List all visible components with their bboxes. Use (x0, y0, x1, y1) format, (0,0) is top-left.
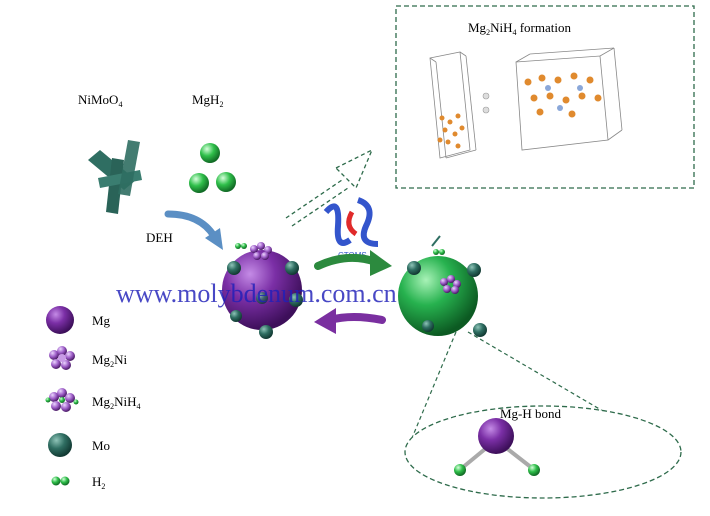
deh-arrow (164, 210, 218, 240)
deh-label: DEH (146, 230, 173, 245)
nimoo4-rods-icon (88, 140, 142, 214)
reverse-arrowhead (314, 308, 336, 334)
legend-item-mo: Mo (48, 433, 110, 457)
nimoo4-label: NiMoO4 (78, 92, 122, 109)
svg-text:Mg: Mg (92, 313, 111, 328)
legend-item-h2: H2 (51, 474, 105, 491)
legend-item-mg2nih4: Mg2NiH4 (45, 388, 140, 412)
green-composite-particle (398, 235, 487, 337)
mg-h-molecule-icon (454, 418, 540, 476)
tall-cell-atoms (437, 113, 465, 149)
legend-item-mg2ni: Mg2Ni (49, 346, 127, 370)
legend: Mg Mg2Ni Mg2NiH4 Mo (45, 306, 140, 491)
bond-ellipse (404, 405, 682, 499)
svg-text:Mg2NiH4: Mg2NiH4 (92, 394, 140, 411)
reverse-arrow (326, 313, 386, 324)
svg-text:Mo: Mo (92, 438, 110, 453)
mg2ni-cluster-icon (49, 346, 75, 370)
inset-title: Mg2NiH4 formation (468, 20, 571, 37)
forward-arrowhead (370, 250, 392, 276)
legend-item-mg: Mg (46, 306, 111, 334)
inset-box (395, 5, 695, 189)
green-dimer-icon (51, 476, 70, 486)
deh-arrowhead (205, 228, 223, 250)
mgh2-spheres-icon (189, 143, 236, 193)
zoom-to-inset-arrow (285, 148, 374, 227)
teal-sphere-icon (48, 433, 72, 457)
wide-cell-atoms (524, 72, 602, 118)
mgh2-composite-particle (222, 242, 303, 339)
mgh2-label: MgH2 (192, 92, 223, 109)
purple-sphere-icon (46, 306, 74, 334)
bond-label: Mg-H bond (500, 406, 562, 421)
svg-text:Mg2Ni: Mg2Ni (92, 352, 127, 369)
svg-text:H2: H2 (92, 474, 105, 491)
watermark-url: www.molybdenum.com.cn (116, 279, 397, 308)
inset-dot (482, 106, 490, 114)
unit-cell-tall (429, 51, 477, 159)
inset-dot (482, 92, 490, 100)
mg2nih4-cluster-icon (45, 388, 79, 412)
forward-arrow (314, 253, 380, 270)
unit-cell-wide (515, 47, 623, 151)
